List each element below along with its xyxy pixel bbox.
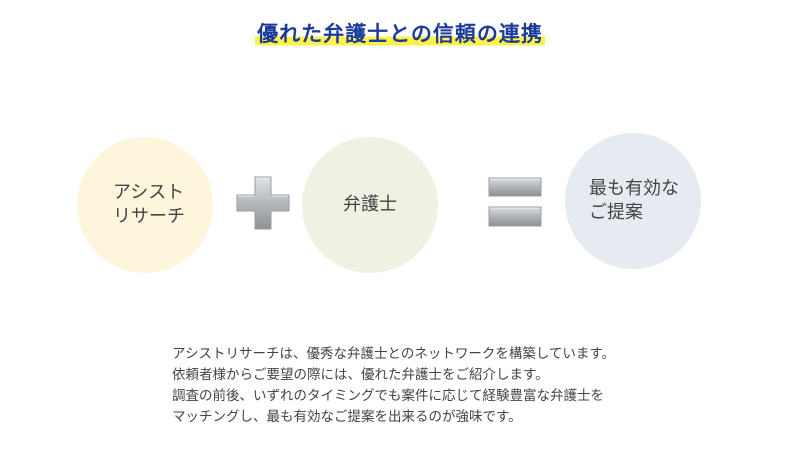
plus-icon — [236, 176, 290, 230]
assist-research-circle: アシスト リサーチ — [77, 137, 213, 273]
page-title: 優れた弁護士との信頼の連携 — [255, 18, 545, 48]
equals-icon — [488, 177, 542, 227]
description-line-1: アシストリサーチは、優秀な弁護士とのネットワークを構築しています。 — [172, 346, 616, 362]
assist-research-line-2: リサーチ — [113, 206, 185, 227]
assist-research-line-1: アシスト — [113, 182, 185, 203]
best-proposal-line-1: 最も有効な — [589, 178, 679, 199]
lawyer-label: 弁護士 — [343, 194, 397, 215]
best-proposal-line-2: ご提案 — [589, 202, 643, 223]
best-proposal-circle: 最も有効な ご提案 — [565, 133, 701, 269]
title-area: 優れた弁護士との信頼の連携 — [0, 18, 800, 48]
description-line-2: 依頼者様からご要望の際には、優れた弁護士をご紹介します。 — [172, 367, 549, 383]
lawyer-circle: 弁護士 — [302, 137, 438, 273]
description-line-4: マッチングし、最も有効なご提案を出来るのが強味です。 — [172, 409, 522, 425]
description-line-3: 調査の前後、いずれのタイミングでも案件に応じて経験豊富な弁護士を — [172, 388, 604, 404]
assist-research-label: アシスト リサーチ — [113, 181, 185, 229]
best-proposal-label: 最も有効な ご提案 — [589, 177, 679, 225]
description: アシストリサーチは、優秀な弁護士とのネットワークを構築しています。 依頼者様から… — [172, 344, 752, 428]
